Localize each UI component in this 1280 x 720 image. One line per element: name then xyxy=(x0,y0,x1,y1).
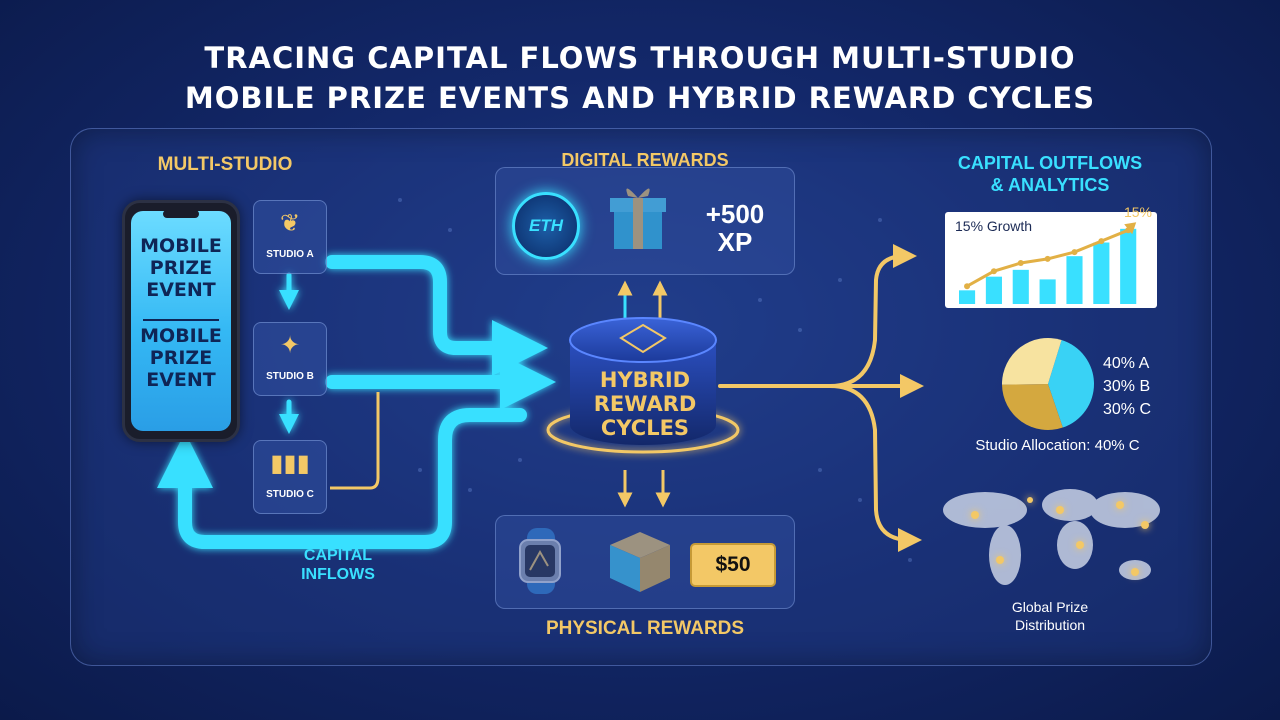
lotus-icon: ❦ xyxy=(279,210,301,237)
growth-point xyxy=(1125,227,1132,234)
digital-rewards-heading: DIGITAL REWARDS xyxy=(561,150,729,170)
studio-c-label: STUDIO C xyxy=(266,489,314,500)
phone-notch xyxy=(163,210,199,218)
growth-point xyxy=(1044,255,1051,262)
package-box-icon xyxy=(610,532,670,592)
title-line-2: MOBILE PRIZE EVENTS AND HYBRID REWARD CY… xyxy=(184,81,1096,115)
pie-slice-a xyxy=(1048,340,1094,428)
growth-point xyxy=(1017,260,1024,266)
coupon-voucher: $50 xyxy=(690,543,776,587)
smartwatch-icon xyxy=(519,528,561,594)
growth-bar xyxy=(1120,228,1137,304)
growth-chart xyxy=(945,212,1157,308)
studio-c-card: ▮▮▮ STUDIO C xyxy=(253,440,327,514)
phone-screen: MOBILE PRIZE EVENT MOBILE PRIZE EVENT xyxy=(131,211,231,431)
studio-a-card: ❦ STUDIO A xyxy=(253,200,327,274)
hybrid-reward-hub xyxy=(546,317,740,454)
multi-studio-heading: MULTI-STUDIO xyxy=(157,154,293,175)
growth-point xyxy=(990,268,997,275)
inflow-loop-arrow xyxy=(157,408,527,549)
capital-inflow-arrows xyxy=(157,255,556,549)
growth-bar xyxy=(1012,269,1029,304)
title-line-1: TRACING CAPITAL FLOWS THROUGH MULTI-STUD… xyxy=(204,41,1076,75)
growth-peak-label: 15% xyxy=(1123,204,1153,220)
growth-bar xyxy=(959,290,976,304)
growth-label: 15% Growth xyxy=(955,218,1033,234)
growth-bar xyxy=(985,276,1002,304)
page-title: TRACING CAPITAL FLOWS THROUGH MULTI-STUD… xyxy=(0,38,1280,118)
pie-legend: 40% A 30% B 30% C xyxy=(1103,355,1152,418)
mobile-phone: MOBILE PRIZE EVENT MOBILE PRIZE EVENT xyxy=(122,200,240,442)
growth-bar xyxy=(1093,242,1110,304)
hub-to-digital-arrows xyxy=(617,280,668,318)
phone-text-bottom: MOBILE PRIZE EVENT xyxy=(140,325,222,391)
eth-coin-icon: ETH xyxy=(512,192,580,260)
growth-bar xyxy=(1039,279,1056,304)
prize-location-dots xyxy=(971,497,1149,576)
badge-icon: ✦ xyxy=(279,332,301,359)
capital-outflow-arrows xyxy=(718,244,924,552)
world-map-icon xyxy=(943,489,1160,585)
allocation-pie-chart xyxy=(1002,338,1094,430)
global-distribution-label: Global Prize Distribution xyxy=(1011,599,1089,633)
pie-slice-b xyxy=(1002,384,1063,430)
growth-point xyxy=(1071,249,1078,256)
hub-to-physical-arrows xyxy=(617,470,671,508)
phone-divider xyxy=(143,319,219,321)
studio-b-card: ✦ STUDIO B xyxy=(253,322,327,396)
gift-box-icon xyxy=(610,188,666,249)
hub-label: HYBRID REWARD CYCLES xyxy=(593,368,697,440)
capital-outflows-heading: CAPITAL OUTFLOWS & ANALYTICS xyxy=(957,153,1143,195)
inflow-arrow-studio-a xyxy=(325,255,548,376)
pie-slice-c xyxy=(1002,338,1062,385)
capital-inflows-label: CAPITAL INFLOWS xyxy=(301,547,375,583)
studio-b-label: STUDIO B xyxy=(266,371,314,382)
studio-a-label: STUDIO A xyxy=(266,249,314,260)
growth-bar xyxy=(1066,256,1083,304)
studio-c-connector xyxy=(330,392,380,490)
growth-point xyxy=(1098,238,1105,245)
allocation-label: Studio Allocation: 40% C xyxy=(975,437,1140,454)
phone-text-top: MOBILE PRIZE EVENT xyxy=(140,235,222,301)
bars-logo-icon: ▮▮▮ xyxy=(270,450,310,477)
growth-point xyxy=(964,283,971,290)
xp-reward: +500 XP xyxy=(705,199,765,257)
physical-rewards-heading: PHYSICAL REWARDS xyxy=(545,618,745,639)
background-network xyxy=(398,198,912,562)
